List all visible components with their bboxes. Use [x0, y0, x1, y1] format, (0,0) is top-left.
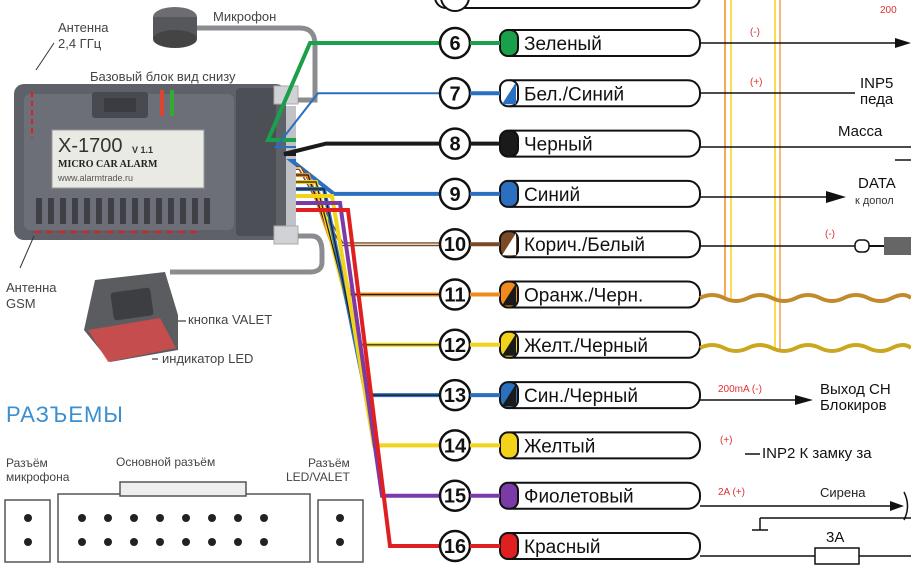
wire-15-swatch [499, 481, 519, 510]
wires-layer: 6 Зеленый 7 Бел./Синий 8 Черный 9 Синий 10 Корич.… [264, 26, 701, 563]
wire-12-swatch-stripe [502, 333, 516, 356]
wire-15-path [296, 201, 455, 498]
wire-8-number: 8 [449, 134, 460, 156]
wire-9-number: 9 [449, 184, 460, 206]
wire-12-name: Желт./Черный [524, 336, 648, 357]
device-model: X-1700 [58, 135, 123, 157]
wire-14-number: 14 [444, 435, 467, 457]
w6-polarity: (-) [750, 27, 760, 38]
led-red [160, 90, 164, 116]
connectors-title: РАЗЪЕМЫ [6, 402, 124, 427]
w15-current: 2A (+) [718, 487, 745, 498]
antenna-gsm-pointer [19, 235, 35, 269]
w14-polarity: (+) [720, 435, 733, 446]
mass-label: Масса [838, 123, 883, 140]
wire-9-swatch [499, 179, 519, 208]
wire-13-path [296, 187, 455, 398]
wire-8-path [283, 141, 455, 156]
base-block [14, 84, 286, 240]
led-plug [273, 225, 299, 245]
w7-polarity: (+) [750, 77, 763, 88]
device-version: V 1.1 [132, 145, 154, 155]
base-block-side [236, 88, 276, 236]
wire-14-path [296, 194, 455, 448]
inp5-sub-label: педа [860, 91, 894, 108]
mic-connector [4, 499, 51, 563]
valet-cable [170, 233, 325, 275]
wire-16-path [296, 208, 455, 548]
wire-13-number: 13 [444, 385, 466, 407]
w10-polarity: (-) [825, 229, 835, 240]
wire-13-stripe [296, 188, 455, 396]
mic-connector-label: Разъём микрофона [6, 456, 70, 485]
wire-12-stripe [296, 181, 455, 346]
wire-15-name: Фиолетовый [524, 487, 634, 508]
antenna24-pointer [35, 42, 55, 71]
wire-7-number: 7 [449, 83, 460, 105]
wire-15-number: 15 [444, 486, 466, 508]
microphone-label: Микрофон [213, 9, 277, 24]
w13-current: 200mA (-) [718, 384, 762, 395]
base-block-slot-inner [104, 98, 136, 112]
main-connector-label: Основной разъём [116, 455, 216, 469]
wire-11-swatch-stripe [502, 283, 516, 306]
base-block-ribs [36, 198, 210, 224]
wire-8-name: Черный [524, 135, 593, 156]
wire-16-number: 16 [444, 536, 466, 558]
w13-output-line2: Блокиров [820, 397, 887, 414]
wire-13-name: Син./Черный [524, 386, 638, 407]
antenna-24-label: Антенна 2,4 ГГц [58, 20, 109, 51]
led-connector-label: Разъём LED/VALET [286, 456, 350, 485]
wire-7-name: Бел./Синий [524, 84, 624, 105]
wire-9-name: Синий [524, 185, 580, 206]
wire-6-number: 6 [449, 33, 460, 55]
top-partial-value: 200 [880, 5, 897, 16]
wire-16-name: Красный [524, 537, 600, 558]
siren-label: Сирена [820, 485, 866, 500]
valet-button-label: кнопка VALET [188, 312, 273, 327]
led-green [170, 90, 174, 116]
base-block-label: Базовый блок вид снизу [90, 69, 236, 84]
inp5-label: INP5 [860, 75, 894, 92]
w13-output-line1: Выход СН [820, 381, 891, 398]
led-connector [317, 499, 364, 563]
right-components [699, 38, 911, 565]
device-website: www.alarmtrade.ru [58, 173, 134, 183]
wire-11-number: 11 [444, 285, 465, 307]
microphone [153, 7, 318, 103]
wire-8-swatch [499, 129, 519, 158]
wire-6-swatch [499, 29, 519, 57]
device-brand: MICRO CAR ALARM [58, 159, 158, 170]
wire-13-swatch-stripe [502, 384, 516, 407]
inp2-label: INP2 К замку за [762, 445, 872, 462]
connector-plug [286, 106, 296, 226]
main-connector-pins [78, 514, 268, 546]
wire-10-number: 10 [444, 234, 466, 256]
wire-16-swatch [499, 532, 519, 560]
wire-10-name: Корич./Белый [524, 235, 645, 256]
connector-diagram [4, 481, 364, 563]
device-label-sticker [51, 129, 205, 189]
main-connector-key [119, 481, 247, 497]
main-connector [57, 493, 311, 563]
antenna-gsm-label: Антенна GSM [6, 280, 57, 311]
led-indicator-label: индикатор LED [162, 351, 254, 366]
wire-7-swatch-stripe [502, 82, 516, 105]
wire-9-path [286, 159, 455, 196]
wire-6-name: Зеленый [524, 34, 602, 55]
wire-5-partial [434, 0, 701, 9]
valet-module [84, 272, 178, 362]
data-sub-label: к допол [855, 195, 894, 207]
fuse-label: 3A [826, 529, 845, 546]
data-label: DATA [858, 175, 896, 192]
wire-7-path [273, 92, 455, 148]
wire-14-name: Желтый [524, 436, 595, 457]
wire-11-name: Оранж./Черн. [524, 286, 643, 307]
wire-14-swatch [499, 431, 519, 460]
wire-5-number-partial [440, 0, 470, 12]
wire-10-swatch-stripe [502, 233, 516, 256]
wire-12-number: 12 [444, 335, 466, 357]
